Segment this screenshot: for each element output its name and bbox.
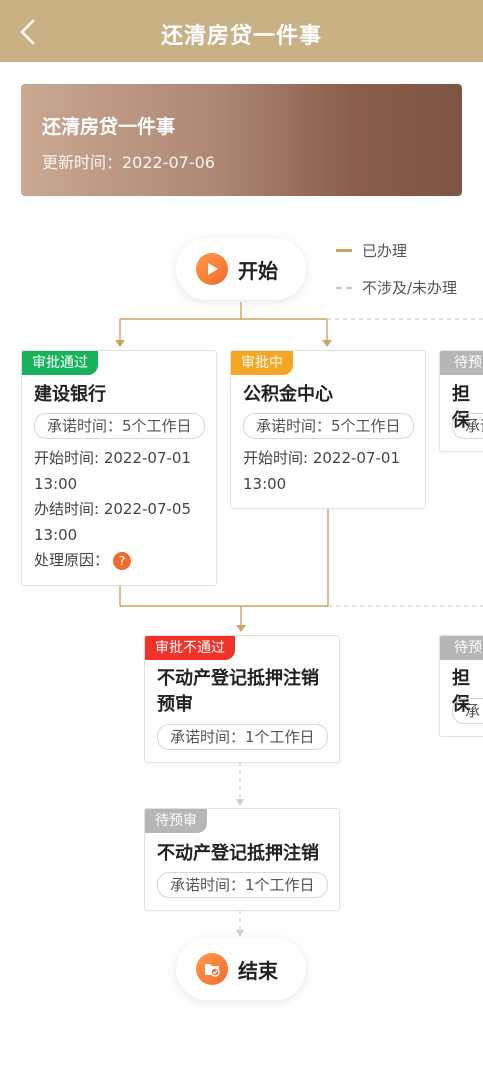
promise-time-chip: 承诺时间：5个工作日 [34,413,205,439]
task-card-fund[interactable]: 审批中 公积金中心 承诺时间：5个工作日 开始时间: 2022-07-01 13… [230,350,426,509]
finish-time: 办结时间: 2022-07-05 [34,500,191,518]
solid-line-icon [336,249,352,252]
card-title: 公积金中心 [243,384,333,405]
back-arrow-icon[interactable] [14,17,44,47]
status-badge-pending: 待预 [440,351,483,375]
task-card-mortgage-pre-review[interactable]: 审批不通过 不动产登记抵押注销 预审 承诺时间：1个工作日 [144,635,340,763]
start-time-hour: 13:00 [34,475,78,493]
start-label: 开始 [238,258,278,283]
end-node[interactable]: 结束 [176,938,306,1000]
card-title-line2: 预审 [157,694,193,715]
finish-time-hour: 13:00 [34,526,78,544]
promise-time-chip: 承诺时间：1个工作日 [157,872,328,898]
start-time: 开始时间: 2022-07-01 [34,449,191,467]
start-time-hour: 13:00 [243,475,287,493]
card-title: 建设银行 [34,384,106,405]
legend-done: 已办理 [336,240,407,261]
legend-not-applicable-label: 不涉及/未办理 [362,279,458,297]
status-badge-rejected: 审批不通过 [145,636,235,660]
status-badge-approved: 审批通过 [22,351,98,375]
end-label: 结束 [238,958,278,983]
banner-title: 还清房贷一件事 [42,116,176,138]
promise-time-chip: 承诺时间：1个工作日 [157,724,328,750]
dashed-line-icon [336,286,352,289]
process-reason-label: 处理原因： [34,551,110,569]
task-card-guarantee-2[interactable]: 待预 担保 承 [439,635,483,737]
finish-folder-icon [196,953,228,985]
task-card-ccb[interactable]: 审批通过 建设银行 承诺时间：5个工作日 开始时间: 2022-07-01 13… [21,350,217,586]
summary-banner: 还清房贷一件事 更新时间：2022-07-06 [21,84,462,196]
page-title: 还清房贷一件事 [160,24,322,49]
task-card-mortgage-cancel[interactable]: 待预审 不动产登记抵押注销 承诺时间：1个工作日 [144,808,340,911]
status-badge-in-progress: 审批中 [231,351,293,375]
status-badge-pending: 待预审 [145,809,207,833]
card-title-line1: 不动产登记抵押注销 [157,668,319,689]
play-icon [196,253,228,285]
promise-time-chip: 承 [452,698,483,724]
start-time: 开始时间: 2022-07-01 [243,449,400,467]
status-badge-pending: 待预 [440,636,483,660]
promise-time-chip: 承诺 [452,413,483,439]
task-card-guarantee-1[interactable]: 待预 担保 承诺 [439,350,483,452]
banner-updated-time: 更新时间：2022-07-06 [42,153,215,172]
promise-time-chip: 承诺时间：5个工作日 [243,413,414,439]
card-title: 不动产登记抵押注销 [157,843,319,864]
legend-not-applicable: 不涉及/未办理 [336,277,457,298]
process-reason: 处理原因：? [34,547,132,573]
legend-done-label: 已办理 [362,242,408,260]
top-bar: 还清房贷一件事 [0,0,483,62]
start-node[interactable]: 开始 [176,238,306,300]
question-icon[interactable]: ? [113,551,132,570]
